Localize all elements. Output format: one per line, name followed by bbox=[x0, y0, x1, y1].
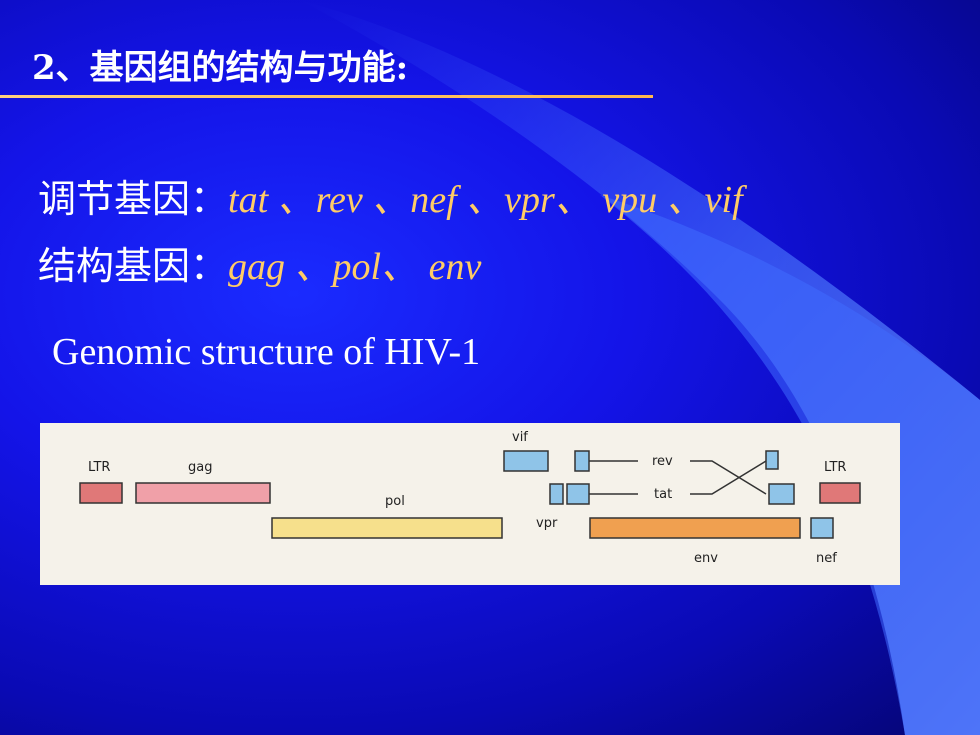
hiv-genome-diagram: LTR gag pol vif vpr rev tat LTR env nef bbox=[40, 423, 900, 585]
vpr-label: vpr bbox=[536, 516, 558, 531]
figure-caption: Genomic structure of HIV-1 bbox=[52, 331, 481, 373]
structural-label: 结构基因： bbox=[38, 246, 229, 288]
structural-genes: gag 、pol、 env bbox=[228, 246, 482, 288]
regulatory-genes: tat 、rev 、nef 、vpr、 vpu 、vif bbox=[228, 179, 743, 221]
ltr-right-label: LTR bbox=[824, 460, 846, 475]
rev-label: rev bbox=[652, 454, 673, 469]
pol-label: pol bbox=[385, 494, 405, 509]
ltr-left-box bbox=[79, 482, 123, 504]
ltr-left-label: LTR bbox=[88, 460, 110, 475]
env-label: env bbox=[694, 551, 718, 566]
tat-exon2-box bbox=[768, 483, 795, 505]
rev-exon2-box bbox=[765, 450, 779, 470]
vpr-box bbox=[549, 483, 564, 505]
structural-genes-line: 结构基因：gag 、pol、 env bbox=[38, 235, 481, 290]
env-box bbox=[589, 517, 801, 539]
regulatory-genes-line: 调节基因：tat 、rev 、nef 、vpr、 vpu 、vif bbox=[38, 168, 743, 223]
gag-label: gag bbox=[188, 460, 212, 475]
gag-box bbox=[135, 482, 271, 504]
rev-exon1-box bbox=[574, 450, 590, 472]
vif-box bbox=[503, 450, 549, 472]
vif-label: vif bbox=[512, 430, 528, 445]
nef-label: nef bbox=[816, 551, 837, 566]
rev-tat-crossover bbox=[690, 460, 767, 495]
slide-title: 2、基因组的结构与功能: bbox=[32, 48, 409, 88]
regulatory-label: 调节基因： bbox=[38, 179, 229, 221]
ltr-right-box bbox=[819, 482, 861, 504]
title-underline bbox=[0, 95, 653, 98]
tat-label: tat bbox=[654, 487, 672, 502]
pol-box bbox=[271, 517, 503, 539]
tat-exon1-box bbox=[566, 483, 590, 505]
nef-box bbox=[810, 517, 834, 539]
